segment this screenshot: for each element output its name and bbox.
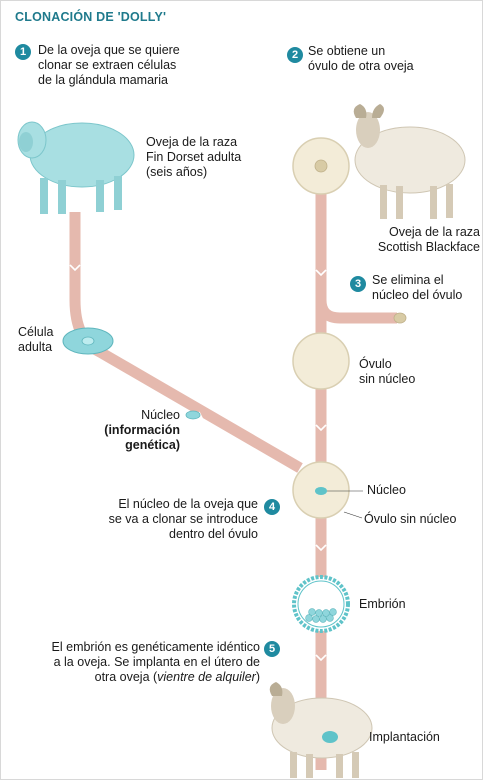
step-3-badge: 3 [350, 276, 366, 292]
ovum-without-nucleus [292, 332, 350, 390]
finn-sheep-line-1: Oveja de la raza [146, 135, 238, 149]
ovum-no-nucleus-line-1: Óvulo [359, 357, 392, 371]
ovum-with-nucleus [292, 137, 350, 195]
genetic-nucleus-label: Núcleo (información genética) [90, 408, 180, 453]
step-2-line-1: Se obtiene un [308, 44, 386, 58]
step-2-badge: 2 [287, 47, 303, 63]
step-5-line-3-start: otra oveja ( [94, 670, 158, 684]
ovum-no-nucleus-line-2: sin núcleo [359, 372, 416, 386]
embryo [292, 575, 350, 633]
embryo-label: Embrión [359, 597, 406, 611]
sheep-cream-icon [353, 104, 466, 219]
step-5-line-3: otra oveja (vientre de alquiler) [16, 670, 260, 685]
step-4-badge: 4 [264, 499, 280, 515]
adult-cell [62, 327, 114, 355]
sheep-teal-icon [17, 121, 135, 214]
nucleus-moving [185, 410, 201, 420]
step-5-italic: vientre de alquiler [157, 670, 256, 684]
step-1-line-2: clonar se extraen células [38, 58, 177, 72]
adult-cell-line-2: adulta [18, 340, 53, 354]
step-1-line-1: De la oveja que se quiere [38, 43, 180, 57]
step-5-text: El embrión es genéticamente idéntico a l… [16, 640, 260, 685]
nucleus-inserted-label: Núcleo [367, 483, 406, 497]
scottish-sheep-label: Oveja de la raza Scottish Blackface [362, 225, 480, 255]
genetic-nucleus-line-3: genética) [125, 438, 180, 452]
finn-sheep-line-3: (seis años) [146, 165, 208, 179]
genetic-nucleus-line-1: Núcleo [141, 408, 180, 422]
step-2-text: Se obtiene un óvulo de otra oveja [308, 44, 414, 74]
step-3-line-2: núcleo del óvulo [372, 288, 463, 302]
step-1-line-3: de la glándula mamaria [38, 73, 168, 87]
scottish-sheep-line-1: Oveja de la raza [388, 225, 480, 239]
adult-cell-line-1: Célula [18, 325, 54, 339]
step-4-line-1: El núcleo de la oveja que [118, 497, 258, 511]
step-4-text: El núcleo de la oveja que se va a clonar… [70, 497, 258, 542]
diagram-title: CLONACIÓN DE 'DOLLY' [15, 10, 167, 24]
step-5-closing: ) [255, 670, 260, 684]
step-5-line-2: a la oveja. Se implanta en el útero de [53, 655, 260, 669]
step-3-line-1: Se elimina el [372, 273, 444, 287]
implant-label: Implantación [369, 730, 440, 744]
sheep-implant-icon [269, 682, 373, 778]
step-5-badge: 5 [264, 641, 280, 657]
scottish-sheep-line-2: Scottish Blackface [377, 240, 480, 254]
ovum-no-nucleus-label: Óvulo sin núcleo [359, 357, 415, 387]
step-3-text: Se elimina el núcleo del óvulo [372, 273, 462, 303]
nucleus-removed [393, 312, 407, 324]
genetic-nucleus-line-2: (información [104, 423, 180, 437]
step-4-line-2: se va a clonar se introduce [108, 512, 258, 526]
ovum-with-inserted-nucleus [292, 461, 363, 519]
adult-cell-label: Célula adulta [18, 325, 53, 355]
ovum-no-nucleus-2-label: Óvulo sin núcleo [364, 512, 457, 526]
step-1-text: De la oveja que se quiere clonar se extr… [38, 43, 180, 88]
step-5-line-1: El embrión es genéticamente idéntico [51, 640, 260, 654]
finn-sheep-line-2: Fin Dorset adulta [146, 150, 242, 164]
step-4-line-3: dentro del óvulo [169, 527, 258, 541]
step-2-line-2: óvulo de otra oveja [308, 59, 414, 73]
finn-sheep-label: Oveja de la raza Fin Dorset adulta (seis… [146, 135, 241, 180]
step-1-badge: 1 [15, 44, 31, 60]
